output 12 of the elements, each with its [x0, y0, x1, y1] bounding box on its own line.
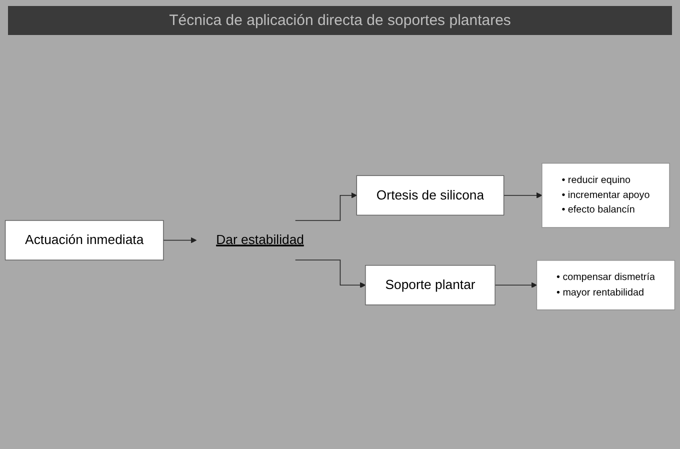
node-text: Dar estabilidad — [216, 232, 304, 248]
arrow — [294, 260, 366, 288]
arrow — [163, 237, 197, 244]
node-box: Ortesis de silicona — [356, 175, 504, 216]
arrow — [503, 192, 542, 198]
node-box: Soporte plantar — [365, 264, 496, 306]
arrow — [294, 192, 357, 221]
arrow — [494, 282, 537, 288]
node-box: • compensar dismetría • mayor rentabilidad — [536, 260, 676, 310]
node-box: Actuación inmediata — [4, 220, 164, 260]
title-banner: Técnica de aplicación directa de soportes plantares — [8, 6, 672, 35]
node-box: • reducir equino • incrementar apoyo • efecto balancín — [542, 162, 670, 228]
